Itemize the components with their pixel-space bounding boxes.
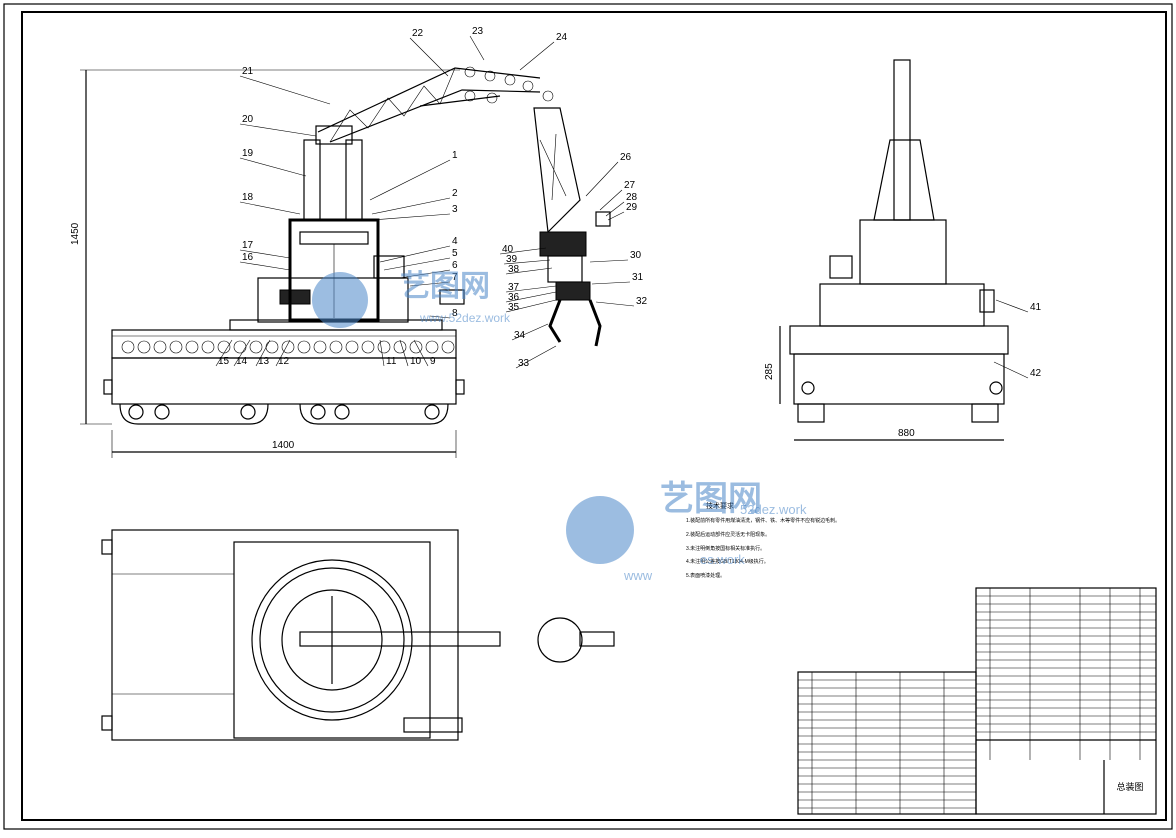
callout-2: 2 [452,188,458,199]
tech-req-title: 技术要求 [706,501,734,510]
callout-37: 37 [508,282,520,293]
tech-req-item: 5.表面喷漆处理。 [686,572,725,579]
callout-5: 5 [452,248,458,259]
callout-3: 3 [452,204,458,215]
callout-15: 15 [218,356,230,367]
callout-19: 19 [242,148,254,159]
callout-24: 24 [556,32,568,43]
callout-34: 34 [514,330,526,341]
callout-9: 9 [430,356,436,367]
title-block: 总装图 [797,587,1157,815]
callout-11: 11 [386,356,397,367]
callout-41: 41 [1030,302,1042,313]
dimension-base-height: 285 [764,363,775,380]
callout-22: 22 [412,28,424,39]
technical-requirements: 技术要求 1.装配前所有零件用煤油清洗，钢件、铁、木等零件不应有锐边毛刺。 2.… [686,501,840,579]
callout-38: 38 [508,264,520,275]
callout-1: 1 [452,150,458,161]
callout-33: 33 [518,358,530,369]
callout-31: 31 [632,272,644,283]
watermark-url-2: www.52dez.work [419,311,511,325]
callout-4: 4 [452,236,458,247]
front-view: 1450 1400 [70,66,611,458]
callout-32: 32 [636,296,648,307]
callout-21: 21 [242,66,254,77]
callout-6: 6 [452,260,458,271]
callout-10: 10 [410,356,422,367]
callout-16: 16 [242,252,254,263]
side-view: 285 880 [764,59,1009,441]
callout-27: 27 [624,180,636,191]
callout-40: 40 [502,244,514,255]
callout-23: 23 [472,26,484,37]
callout-20: 20 [242,114,254,125]
watermark-url-low: www [623,568,653,583]
callout-8: 8 [452,308,458,319]
watermark-url: 52dez.work [740,502,807,517]
callout-39: 39 [506,254,518,265]
tech-req-item: 4.未注明公差按GB/T1804-M级执行。 [686,558,769,565]
watermark-brand-2: 艺图网 [400,270,490,303]
callout-28: 28 [626,192,638,203]
dimension-width: 880 [898,428,915,439]
callout-30: 30 [630,250,642,261]
callout-36: 36 [508,292,520,303]
tech-req-item: 3.未注明倒角按国标相关标准执行。 [686,545,765,552]
callout-18: 18 [242,192,254,203]
callout-35: 35 [508,302,520,313]
callout-7: 7 [452,272,458,283]
watermark-brand: 艺图网 [660,480,762,518]
callout-13: 13 [258,356,270,367]
inner-border [21,11,1167,821]
outer-border [3,3,1173,830]
callout-12: 12 [278,356,290,367]
callout-42: 42 [1030,368,1042,379]
dimension-height: 1450 [70,222,81,245]
watermark-url-mid: es.work [700,552,745,567]
callout-14: 14 [236,356,248,367]
watermark: 艺图网 52dez.work es.work www 艺图网 www.52dez… [312,270,807,583]
dimension-length: 1400 [272,440,295,451]
tech-req-item: 1.装配前所有零件用煤油清洗，钢件、铁、木等零件不应有锐边毛刺。 [686,517,840,524]
top-view [101,529,615,741]
tech-req-item: 2.装配后运动部件应灵活无卡阻现象。 [686,531,770,538]
drawing-name: 总装图 [1116,781,1143,792]
callout-29: 29 [626,202,638,213]
callout-26: 26 [620,152,632,163]
callout-17: 17 [242,240,254,251]
